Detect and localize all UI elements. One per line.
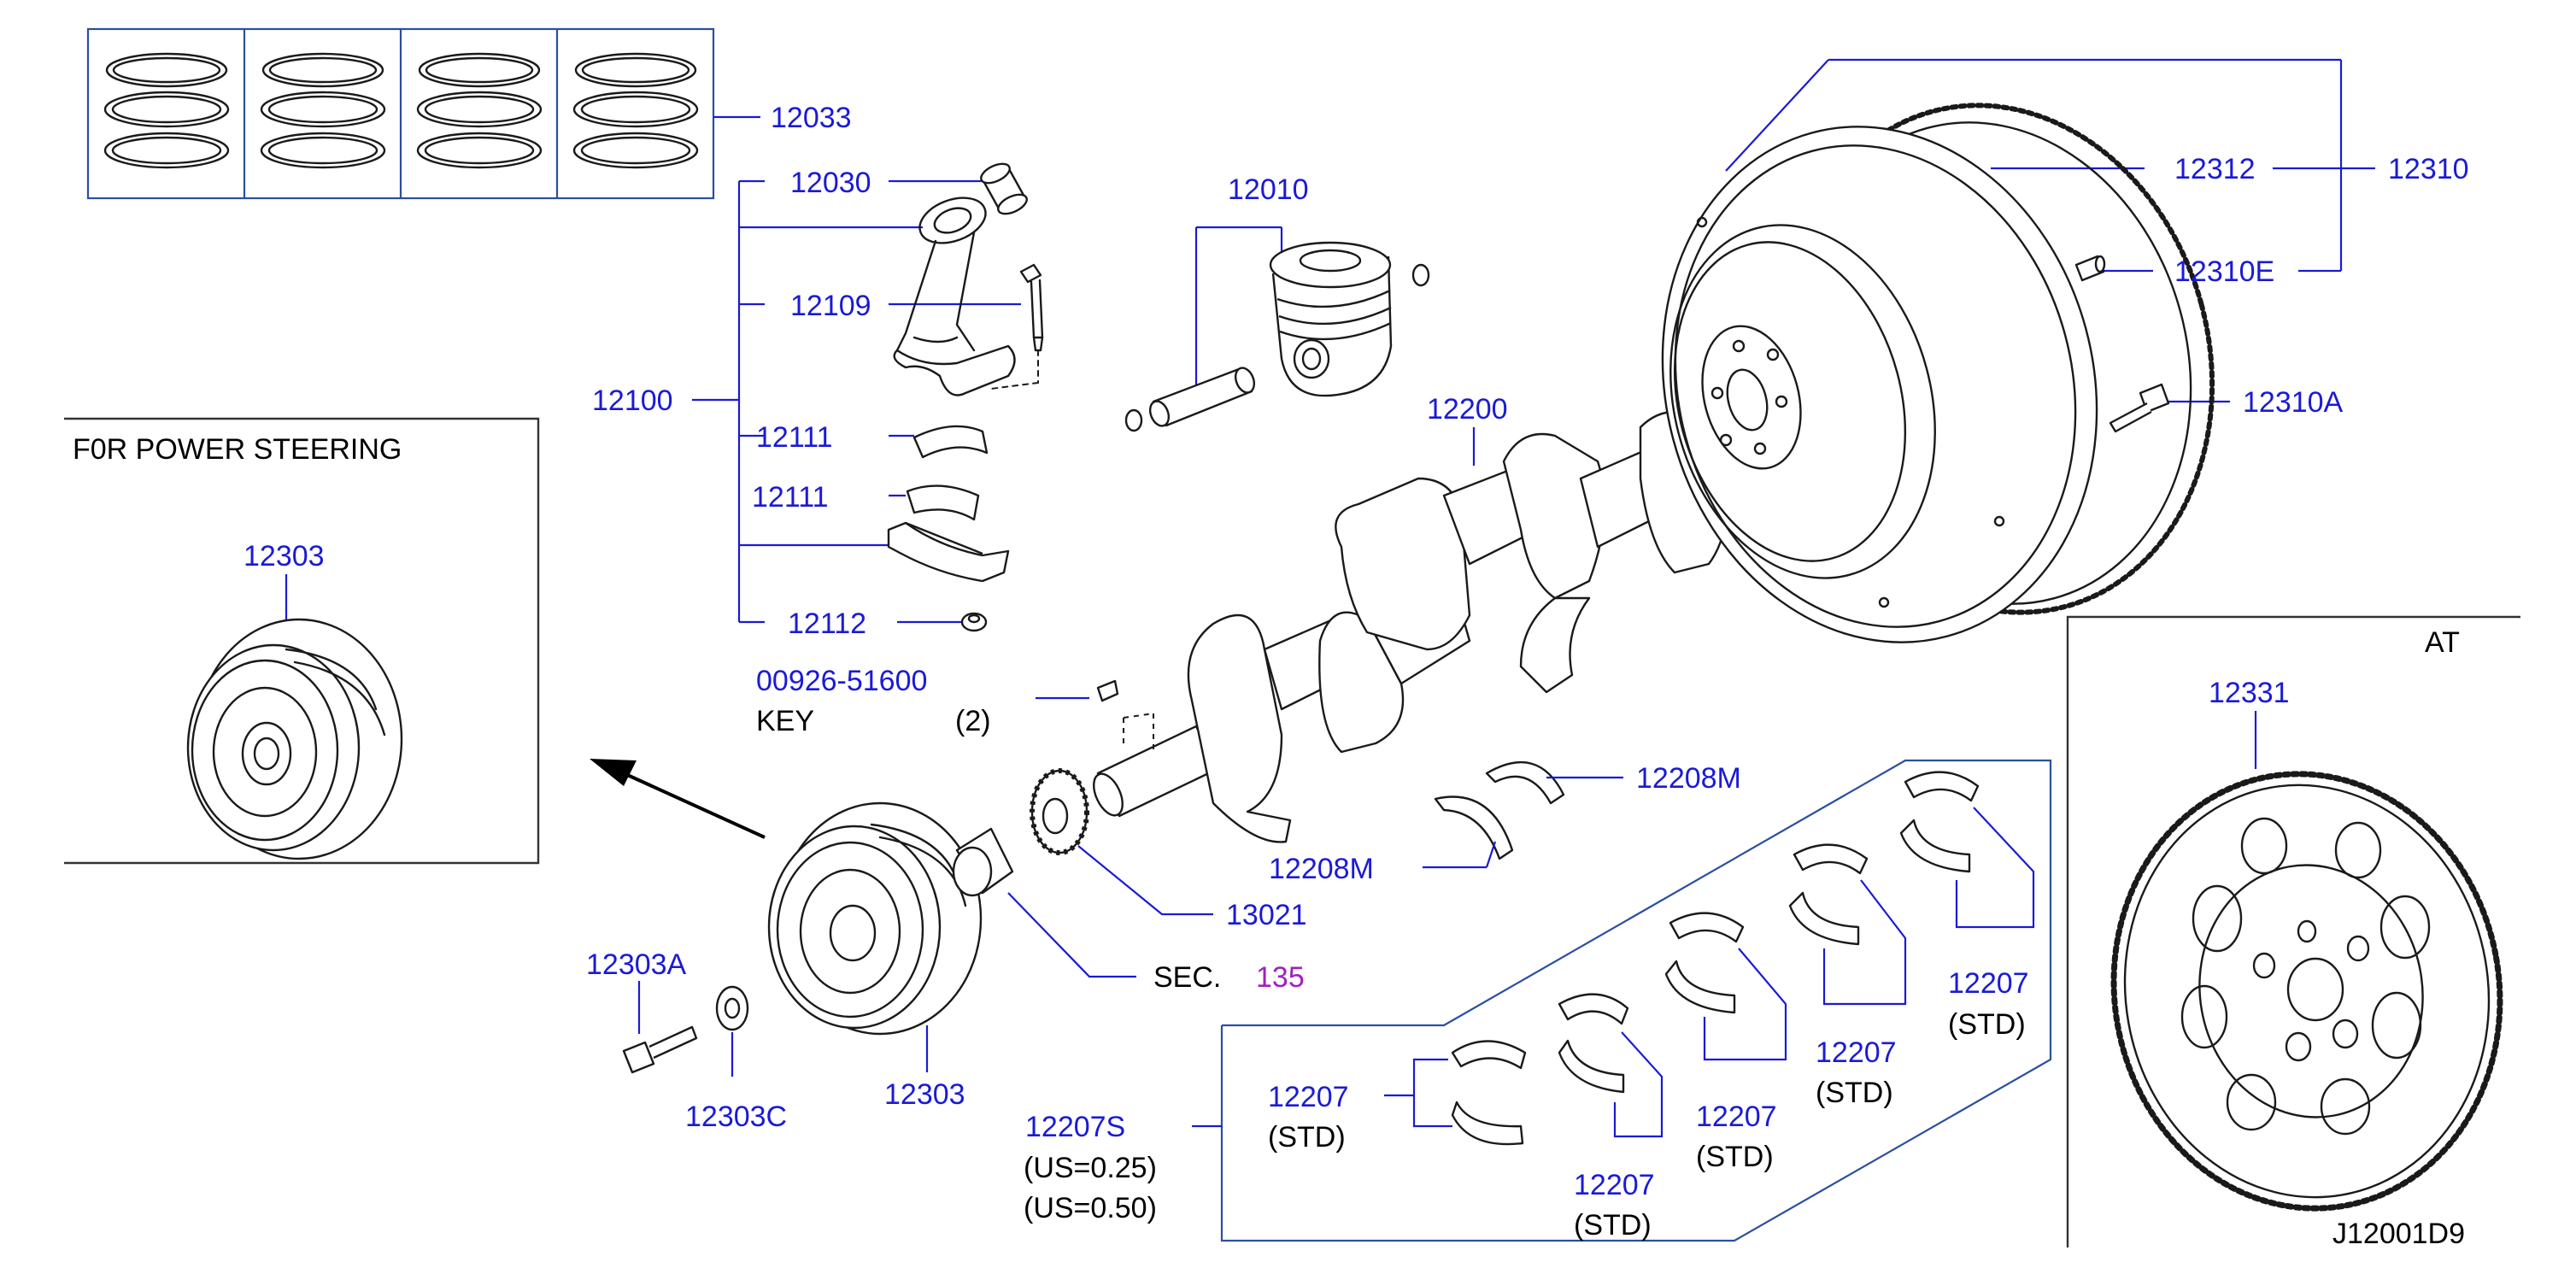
part-number-12207s[interactable]: 12207S <box>1025 1111 1125 1143</box>
part-number-12111-upper[interactable]: 12111 <box>756 421 833 454</box>
piston-pin <box>1148 367 1256 427</box>
at-drive-plate-inset <box>2066 615 2520 1247</box>
woodruff-key <box>1096 679 1119 702</box>
part-number-00926-51600[interactable]: 00926-51600 <box>756 665 927 697</box>
connecting-rod-nut <box>960 612 988 632</box>
crank-pulley-bolt <box>622 981 698 1074</box>
undersize-025: (US=0.25) <box>1024 1152 1157 1184</box>
std-label-1: (STD) <box>1268 1121 1346 1154</box>
part-number-12310[interactable]: 12310 <box>2388 153 2469 185</box>
connecting-rod-assembly <box>692 162 1044 632</box>
inset-title-at: AT <box>2425 626 2460 659</box>
std-label-4: (STD) <box>1816 1077 1893 1109</box>
flywheel-bolt <box>2109 383 2170 433</box>
inset-title-for-power-steering: F0R POWER STEERING <box>73 433 402 466</box>
power-steering-inset <box>64 417 540 865</box>
crank-pulley-washer <box>715 985 749 1077</box>
part-number-12200[interactable]: 12200 <box>1427 393 1508 426</box>
crank-pulley-assembly <box>622 801 983 1077</box>
connecting-rod <box>893 197 1016 396</box>
part-number-12303-inset[interactable]: 12303 <box>244 540 325 572</box>
part-number-12033[interactable]: 12033 <box>771 102 852 134</box>
drive-plate <box>2110 771 2503 1212</box>
part-number-12207-1[interactable]: 12207 <box>1268 1081 1349 1113</box>
piston-pin-snap-ring-left <box>1124 408 1143 432</box>
key-label: KEY <box>756 705 814 737</box>
part-number-12100[interactable]: 12100 <box>592 385 673 417</box>
part-number-12111-lower[interactable]: 12111 <box>752 481 829 514</box>
crank-spacer <box>952 827 1014 897</box>
part-number-12010[interactable]: 12010 <box>1228 173 1309 206</box>
connecting-rod-bearing-lower <box>906 484 980 521</box>
part-number-12208m-upper[interactable]: 12208M <box>1636 762 1741 795</box>
part-number-12109[interactable]: 12109 <box>790 290 871 322</box>
piston-assembly <box>1124 226 1430 432</box>
thrust-washers <box>1423 761 1623 869</box>
part-number-12310a[interactable]: 12310A <box>2243 386 2344 419</box>
piston <box>1269 241 1393 397</box>
part-number-12331[interactable]: 12331 <box>2209 677 2290 709</box>
main-bearing-set <box>1192 759 2052 1242</box>
part-number-12112[interactable]: 12112 <box>788 608 866 640</box>
flywheel-assembly <box>1661 58 2375 643</box>
piston-pin-snap-ring-right <box>1411 263 1430 287</box>
piston-pin-bushing <box>980 162 1028 215</box>
part-number-12207-3[interactable]: 12207 <box>1696 1101 1777 1133</box>
part-number-12207-2[interactable]: 12207 <box>1574 1169 1655 1201</box>
piston-ring-set <box>86 27 760 200</box>
part-number-12303a[interactable]: 12303A <box>586 948 687 981</box>
connecting-rod-bolt <box>990 263 1044 390</box>
section-reference-number[interactable]: 135 <box>1256 961 1305 994</box>
connecting-rod-cap <box>887 521 1010 583</box>
diagram-code: J12001D9 <box>2332 1218 2465 1250</box>
std-label-5: (STD) <box>1948 1008 2026 1041</box>
connecting-rod-bearing-upper <box>912 425 989 459</box>
undersize-050: (US=0.50) <box>1024 1192 1157 1224</box>
part-number-12207-4[interactable]: 12207 <box>1816 1036 1897 1069</box>
part-number-12030[interactable]: 12030 <box>790 167 871 199</box>
crankshaft-sprocket <box>1030 768 1089 855</box>
std-label-3: (STD) <box>1696 1141 1774 1173</box>
part-number-12303[interactable]: 12303 <box>884 1078 965 1111</box>
part-number-12208m-lower[interactable]: 12208M <box>1269 853 1374 885</box>
part-number-12310e[interactable]: 12310E <box>2174 255 2274 288</box>
crank-pulley-power-steering <box>186 618 403 860</box>
std-label-2: (STD) <box>1574 1209 1652 1242</box>
inset-pointer-arrow <box>590 759 766 839</box>
crank-pulley <box>767 801 983 1036</box>
part-number-12303c[interactable]: 12303C <box>685 1101 787 1133</box>
flywheel-dowel-pin <box>2074 255 2106 282</box>
part-number-12207-5[interactable]: 12207 <box>1948 967 2029 1000</box>
part-number-12312[interactable]: 12312 <box>2174 153 2256 185</box>
section-reference-label: SEC. <box>1153 961 1221 994</box>
part-number-13021[interactable]: 13021 <box>1226 899 1307 931</box>
key-quantity: (2) <box>955 705 991 737</box>
